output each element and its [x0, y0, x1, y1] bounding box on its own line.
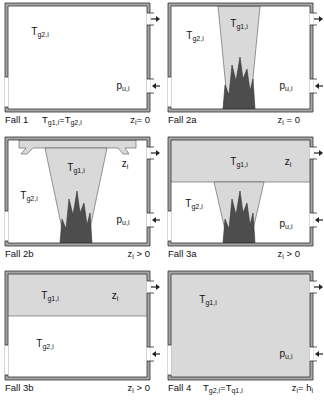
room-fall-2b: [5, 137, 161, 246]
temperature-pressure-label: Tg2,i: [186, 30, 203, 41]
room-fall-1: [5, 3, 161, 112]
case-caption: zi > 0: [128, 383, 150, 393]
case-caption: Tg1,i=Tg2,i: [42, 115, 82, 125]
case-caption: zi= 0: [130, 115, 150, 125]
room-fall-3b: [5, 271, 161, 380]
case-caption: zi > 0: [278, 249, 300, 259]
temperature-pressure-label: Tg1,i: [199, 294, 216, 305]
temperature-pressure-label: Tg1,i: [67, 162, 84, 173]
temperature-pressure-label: Tg2,i: [31, 26, 48, 37]
temperature-pressure-label: pu,i: [280, 80, 293, 91]
case-caption: Fall 3a: [168, 249, 197, 259]
temperature-pressure-label: pu,i: [117, 80, 130, 91]
temperature-pressure-label: zi: [122, 158, 129, 169]
temperature-pressure-label: pu,i: [280, 348, 293, 359]
temperature-pressure-label: zi: [285, 156, 292, 167]
room-box: Tg1,i pu,i: [168, 271, 313, 380]
temperature-pressure-label: pu,i: [117, 214, 130, 225]
case-caption: zi = 0: [278, 115, 300, 125]
case-caption: Tg2,i=Tq1,i: [203, 383, 243, 393]
room-fall-3a: [168, 137, 324, 246]
case-caption: Fall 1: [5, 115, 28, 125]
room-fall-4: [168, 271, 324, 380]
temperature-pressure-label: zi: [112, 290, 119, 301]
case-caption: Fall 3b: [5, 383, 34, 393]
case-caption: Fall 2b: [5, 249, 34, 259]
room-box: Tg1,i ziTg2,i pu,i: [168, 137, 313, 246]
case-caption: zi= hi: [292, 383, 313, 393]
room-box: Tg1,iTg2,i pu,i: [168, 3, 313, 112]
temperature-pressure-label: Tg1,i: [230, 156, 247, 167]
temperature-pressure-label: Tg2,i: [20, 190, 37, 201]
temperature-pressure-label: Tg1,i: [41, 290, 58, 301]
temperature-pressure-label: Tg2,i: [36, 338, 53, 349]
temperature-pressure-label: pu,i: [280, 218, 293, 229]
case-caption: Fall 2a: [168, 115, 197, 125]
room-box: Tg2,i pu,i: [5, 3, 150, 112]
temperature-pressure-label: Tg2,i: [185, 198, 202, 209]
case-caption: zi > 0: [128, 249, 150, 259]
room-box: Tg1,i ziTg2,i pu,i: [5, 137, 150, 246]
temperature-pressure-label: Tg1,i: [230, 18, 247, 29]
case-caption: Fall 4: [168, 383, 191, 393]
room-fall-2a: [168, 3, 324, 112]
room-box: Tg1,i ziTg2,i: [5, 271, 150, 380]
